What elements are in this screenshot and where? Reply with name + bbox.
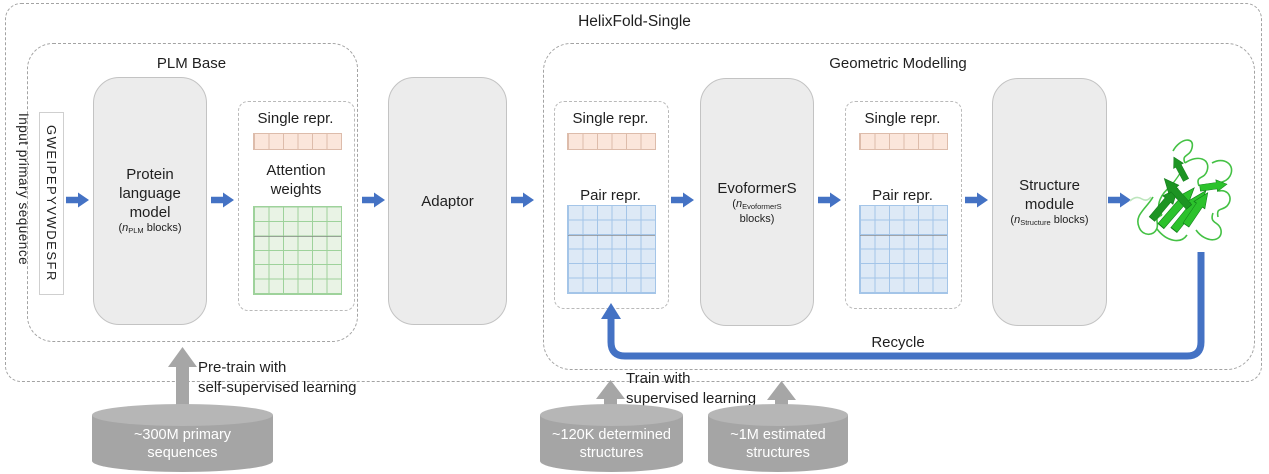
arrow-right-icon <box>211 192 234 208</box>
geometric-modelling-box <box>543 43 1255 370</box>
geometric-modelling-label: Geometric Modelling <box>829 55 967 72</box>
dataset-label: ~120K determined structures <box>552 427 671 461</box>
plm-module-blocks: (nPLM blocks) <box>118 222 182 235</box>
arrow-right-icon <box>66 192 89 208</box>
plm-module-box: Protein language model (nPLM blocks) <box>93 77 207 325</box>
arrow-right-icon <box>362 192 385 208</box>
evoformers-blocks-line2: blocks) <box>739 213 775 225</box>
dataset-cylinder-estimated: ~1M estimated structures <box>708 404 848 473</box>
single-repr-label: Single repr. <box>257 110 334 127</box>
arrow-up-icon <box>767 381 796 414</box>
plm-base-box <box>27 43 358 342</box>
protein-structure-icon <box>1129 139 1233 242</box>
input-sequence-text: GWEIPEPYVWDESFR <box>44 125 59 282</box>
pair-repr-label: Pair repr. <box>580 187 641 204</box>
structure-module-name: Structure module <box>1019 176 1080 213</box>
pair-repr-label: Pair repr. <box>872 187 933 204</box>
attention-weights-grid <box>253 206 342 295</box>
input-sequence-box: GWEIPEPYVWDESFR <box>39 112 64 295</box>
database-cylinder-icon <box>92 404 273 472</box>
recycle-label: Recycle <box>871 334 925 351</box>
arrow-right-icon <box>818 192 841 208</box>
pair-repr-grid <box>567 205 656 294</box>
diagram-title: HelixFold-Single <box>578 13 691 30</box>
arrow-up-icon <box>596 380 625 414</box>
input-caption: Input primary sequence <box>16 113 31 266</box>
structure-module-blocks: (nStructure blocks) <box>1010 213 1089 227</box>
database-cylinder-icon <box>708 404 848 472</box>
database-cylinder-icon <box>540 404 683 472</box>
single-repr-label: Single repr. <box>572 110 649 127</box>
single-repr-cells <box>859 133 948 150</box>
outer-model-box <box>5 3 1262 382</box>
arrow-up-icon <box>168 347 197 408</box>
adaptor-label: Adaptor <box>421 192 474 210</box>
single-repr-cells <box>253 133 342 150</box>
dataset-label: ~1M estimated structures <box>730 427 826 461</box>
arrow-right-icon <box>511 192 534 208</box>
evoformers-blocks: (nEvoformerS <box>732 198 782 211</box>
dataset-label: ~300M primary sequences <box>133 427 232 461</box>
plm-module-name: Protein language model <box>119 166 181 221</box>
adaptor-box: Adaptor <box>388 77 507 325</box>
dataset-cylinder-sequences: ~300M primary sequences <box>92 404 273 473</box>
pretrain-caption: Pre-train with self-supervised learning <box>198 359 357 396</box>
pair-repr-grid <box>859 205 948 294</box>
arrow-right-icon <box>1108 192 1131 208</box>
evoformers-name: EvoformerS <box>717 180 797 197</box>
dataset-cylinder-determined: ~120K determined structures <box>540 404 683 473</box>
structure-module-box: Structure module (nStructure blocks) <box>992 78 1107 326</box>
single-repr-label: Single repr. <box>864 110 941 127</box>
evoformers-box: EvoformerS (nEvoformerS blocks) <box>700 78 814 326</box>
train-caption: Train with supervised learning <box>626 370 757 407</box>
single-repr-cells <box>567 133 656 150</box>
arrow-right-icon <box>671 192 694 208</box>
plm-base-label: PLM Base <box>156 55 227 72</box>
attention-weights-label: Attention weights <box>266 162 326 198</box>
arrow-right-icon <box>965 192 988 208</box>
